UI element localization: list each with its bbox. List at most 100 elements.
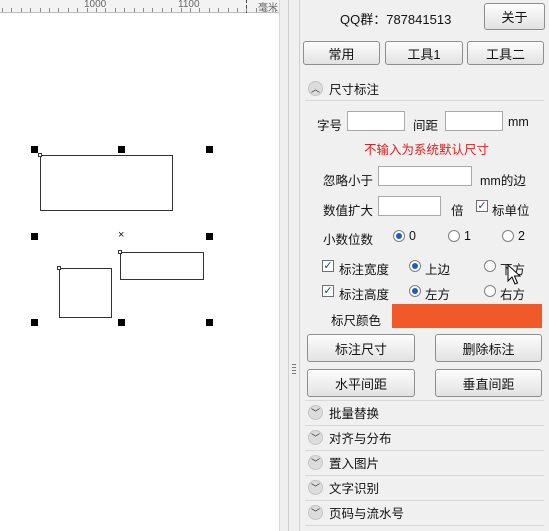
ruler-tick: [255, 8, 257, 12]
ruler-color-label: 标尺颜色: [331, 314, 382, 328]
chevron-down-icon: ﹀: [308, 404, 323, 420]
mark-width-checkbox[interactable]: ✓: [322, 260, 334, 272]
ruler-tick: [190, 8, 191, 12]
splitter-grip-icon[interactable]: [292, 364, 296, 378]
vertical-spacing-button[interactable]: 垂直间距: [435, 369, 542, 397]
decimals-option-1: 1: [464, 229, 471, 243]
shape-node[interactable]: [38, 153, 42, 157]
decimals-option-2: 2: [518, 229, 525, 243]
width-bottom-radio[interactable]: [484, 260, 496, 272]
ruler-tick: [265, 8, 267, 12]
section-align-distribute[interactable]: ﹀ 对齐与分布: [305, 426, 544, 448]
height-left-radio[interactable]: [409, 285, 421, 297]
mark-width-label: 标注宽度: [339, 263, 390, 277]
ruler-tick: [218, 8, 220, 12]
ruler-color-swatch[interactable]: [392, 304, 542, 328]
ruler-tick: [49, 8, 50, 12]
rectangle-shape[interactable]: [59, 268, 112, 318]
shape-node[interactable]: [57, 266, 61, 270]
divider: [305, 500, 544, 501]
ruler-tick: [237, 8, 238, 12]
selection-handle[interactable]: [31, 233, 38, 240]
selection-center-icon[interactable]: ×: [118, 229, 125, 241]
ruler-tick: [86, 8, 88, 12]
unit-label: 标单位: [492, 204, 530, 218]
tab-tools-1[interactable]: 工具1: [385, 41, 463, 65]
shape-node[interactable]: [118, 250, 122, 254]
font-size-input[interactable]: [347, 111, 405, 131]
ruler-tick: [274, 8, 276, 12]
selection-handle[interactable]: [206, 319, 213, 326]
section-batch-replace[interactable]: ﹀ 批量替换: [305, 401, 544, 423]
selection-handle[interactable]: [118, 319, 125, 326]
chevron-up-icon: ︿: [308, 80, 323, 96]
ruler-tick: [161, 8, 163, 12]
width-top-radio[interactable]: [409, 260, 421, 272]
default-size-hint: 不输入为系统默认尺寸: [364, 143, 490, 157]
ruler-tick: [199, 8, 201, 12]
canvas-vertical-scrollbar[interactable]: [279, 0, 288, 531]
section-title: 置入图片: [329, 456, 380, 471]
ruler-tick: [114, 8, 116, 12]
mark-height-checkbox[interactable]: ✓: [322, 285, 334, 297]
tab-tools-2[interactable]: 工具二: [467, 41, 544, 65]
rectangle-shape[interactable]: [120, 252, 204, 280]
divider: [305, 475, 544, 476]
decimals-radio-1[interactable]: [448, 230, 460, 242]
selection-handle[interactable]: [206, 146, 213, 153]
decimals-radio-2[interactable]: [502, 230, 514, 242]
mm-unit-label: mm: [508, 115, 529, 129]
section-title: 页码与流水号: [329, 506, 405, 521]
scale-suffix-label: 倍: [451, 204, 464, 218]
ruler-cursor-guide: [246, 0, 247, 13]
section-title: 尺寸标注: [329, 82, 380, 97]
ruler-tick: [105, 8, 107, 12]
selection-handle[interactable]: [206, 233, 213, 240]
divider: [305, 525, 544, 526]
mouse-pointer-icon: [507, 264, 521, 285]
selection-handle[interactable]: [31, 146, 38, 153]
ruler-tick: [67, 8, 69, 12]
section-place-image[interactable]: ﹀ 置入图片: [305, 451, 544, 473]
divider: [305, 450, 544, 451]
ruler-tick: [39, 8, 41, 12]
ruler-tick: [124, 8, 126, 12]
ruler-tick: [133, 8, 135, 12]
ruler-tick: [208, 8, 210, 12]
about-button[interactable]: 关于: [484, 3, 545, 30]
ruler-tick: [30, 8, 32, 12]
section-title: 对齐与分布: [329, 431, 392, 446]
section-title: 文字识别: [329, 481, 380, 496]
section-page-number-serial[interactable]: ﹀ 页码与流水号: [305, 501, 544, 523]
scale-input[interactable]: [378, 196, 441, 216]
ruler-tick: [96, 8, 97, 12]
section-dimension-header[interactable]: ︿ 尺寸标注: [305, 77, 544, 99]
section-text-recognition[interactable]: ﹀ 文字识别: [305, 476, 544, 498]
panel-splitter[interactable]: [288, 0, 300, 531]
rectangle-shape[interactable]: [40, 155, 173, 211]
ruler-tick: [58, 8, 60, 12]
horizontal-ruler: 1000 1100 毫米: [0, 0, 279, 14]
ruler-tick: [227, 8, 229, 12]
decimals-radio-0[interactable]: [393, 230, 405, 242]
width-top-label: 上边: [425, 263, 451, 277]
drawing-canvas[interactable]: 1000 1100 毫米 ×: [0, 0, 279, 531]
selection-handle[interactable]: [31, 319, 38, 326]
tab-common[interactable]: 常用: [303, 41, 380, 65]
horizontal-spacing-button[interactable]: 水平间距: [307, 369, 415, 397]
ignore-smaller-input[interactable]: [378, 166, 472, 186]
ignore-suffix-label: mm的边: [480, 174, 526, 188]
ruler-tick: [20, 8, 22, 12]
delete-dimension-button[interactable]: 删除标注: [435, 334, 542, 362]
mark-dimension-button[interactable]: 标注尺寸: [307, 334, 415, 362]
ruler-label-1100: 1100: [178, 0, 200, 10]
chevron-down-icon: ﹀: [308, 479, 323, 495]
spacing-input[interactable]: [445, 111, 503, 131]
height-right-radio[interactable]: [484, 285, 496, 297]
font-size-label: 字号: [317, 119, 343, 133]
unit-checkbox[interactable]: ✓: [476, 200, 488, 212]
selection-handle[interactable]: [118, 146, 125, 153]
height-left-label: 左方: [425, 288, 451, 302]
divider: [305, 425, 544, 426]
ruler-tick: [11, 8, 13, 12]
